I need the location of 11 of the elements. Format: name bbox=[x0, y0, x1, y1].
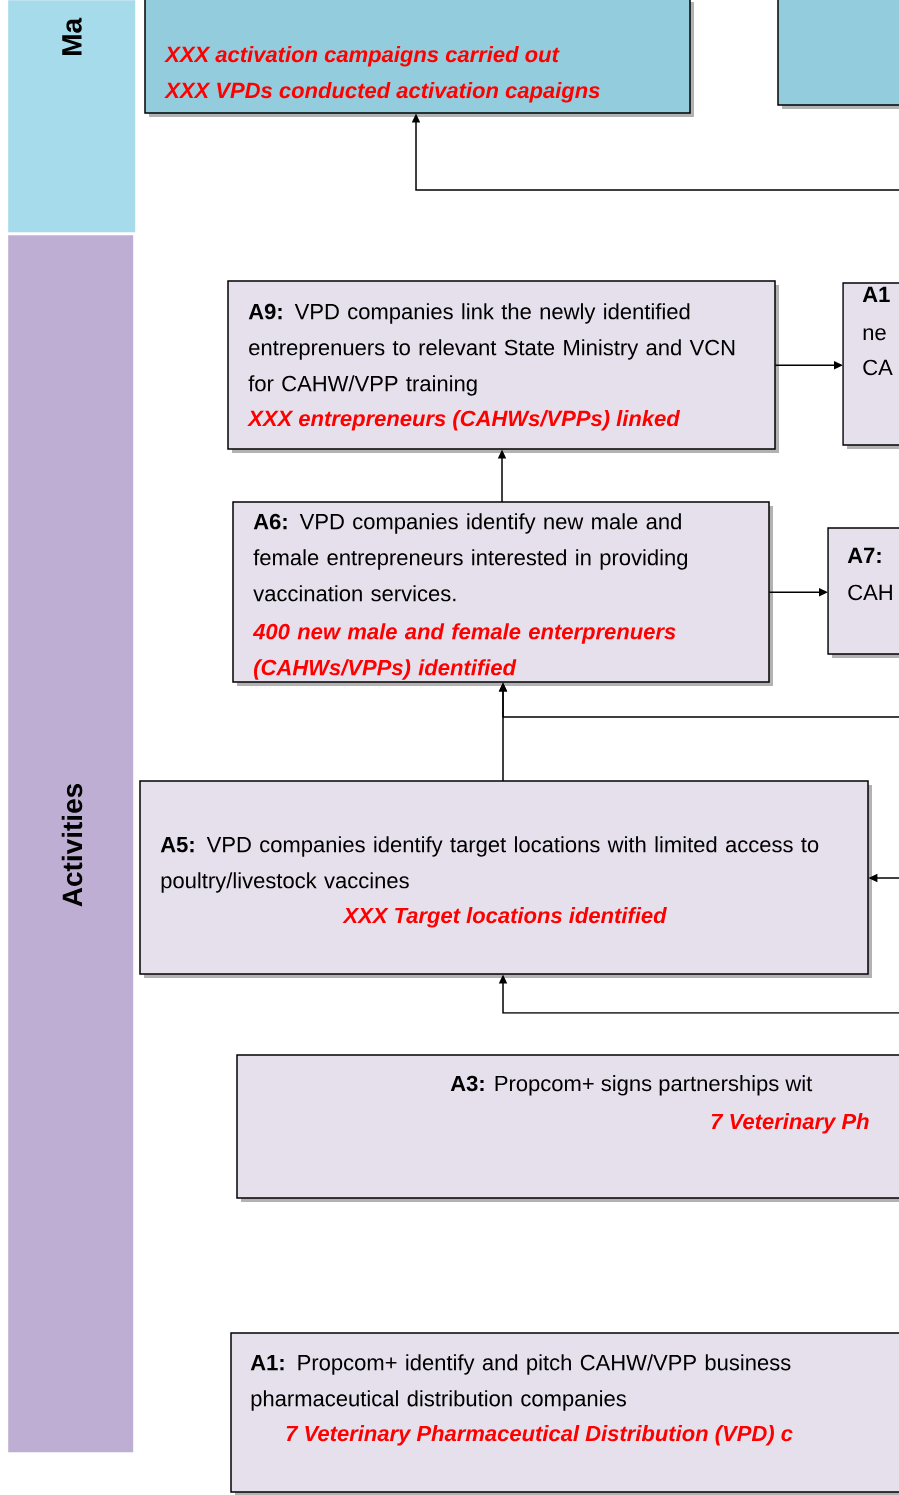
activity-box: A1: Propcom+ identify and pitch CAHW/VPP business pharmaceutical distribution companies 7 Veterinary Pharmaceutical Distribution (VPD) c bbox=[230, 1332, 899, 1495]
activity-box: A3: Propcom+ signs partnerships wit 7 Veterinary Ph bbox=[236, 1054, 899, 1202]
activity-box: A9: VPD companies link the newly identified entreprenuers to relevant State Ministry and VCN for CAHW/VPP training XXX entrepreneurs (CAHWs/VPPs) linked bbox=[227, 280, 779, 453]
activity-box: A1 ne CA bbox=[842, 282, 899, 449]
result-box bbox=[777, 0, 899, 109]
band: Ma bbox=[8, 0, 136, 233]
band: Activities bbox=[8, 235, 134, 1453]
result-box: XXX activation campaigns carried out XXX VPDs conducted activation capaigns bbox=[144, 0, 694, 117]
activity-box: A5: VPD companies identify target locations with limited access to poultry/livestock vaccines XXX Target locations identified bbox=[139, 780, 872, 978]
activity-box: A7: CAH bbox=[827, 527, 899, 658]
activity-box: A6: VPD companies identify new male and female entrepreneurs interested in providing vaccination services. 400 new male and female enterprenuers (CAHWs/VPPs) identified bbox=[232, 501, 773, 686]
